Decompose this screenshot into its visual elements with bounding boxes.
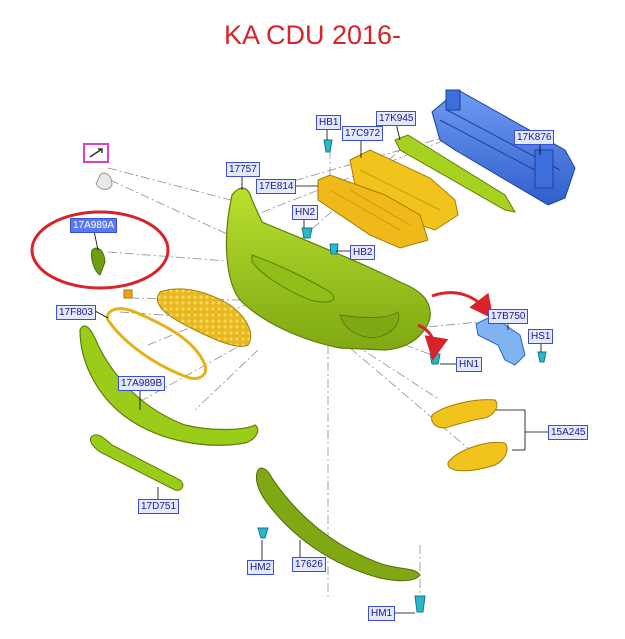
energy-absorbers — [317, 149, 459, 249]
diagram-title: KA CDU 2016- — [223, 20, 402, 50]
lower-trim — [89, 434, 184, 491]
label-17k876: 17K876 — [514, 130, 555, 145]
label-17c972: 17C972 — [342, 126, 384, 141]
label-17757: 17757 — [226, 162, 260, 177]
label-leaders — [93, 122, 548, 614]
front-valance — [255, 467, 421, 582]
label-hn1: HN1 — [456, 357, 483, 372]
curved-arrow-icon — [417, 323, 449, 361]
curved-arrow-icon — [431, 291, 494, 320]
label-hb2: HB2 — [350, 245, 376, 260]
label-15a245: 15A245 — [548, 425, 589, 440]
label-hm2: HM2 — [247, 560, 275, 575]
label-hb1: HB1 — [316, 115, 342, 130]
label-17d751: 17D751 — [138, 499, 180, 514]
label-17e814: 17E814 — [256, 179, 297, 194]
label-17f803: 17F803 — [56, 305, 96, 320]
upper-seal-strip — [394, 134, 516, 213]
fog-lamp-bezels — [431, 399, 508, 472]
highlight-circle — [30, 210, 170, 290]
clip-square — [123, 289, 133, 299]
label-hn2: HN2 — [292, 205, 319, 220]
pointer-marker-icon — [83, 143, 109, 163]
fasteners — [257, 139, 547, 613]
reinforcement-beam — [431, 89, 576, 206]
label-17626: 17626 — [292, 557, 326, 572]
label-17k945: 17K945 — [376, 111, 417, 126]
label-hs1: HS1 — [528, 329, 554, 344]
lower-spoiler — [79, 325, 259, 446]
label-hm1: HM1 — [368, 606, 396, 621]
bumper-cover — [225, 187, 431, 351]
grille-frame — [106, 307, 208, 380]
label-17b750: 17B750 — [488, 309, 529, 324]
label-17a989a: 17A989A — [70, 218, 118, 233]
grille-mesh — [157, 288, 252, 347]
tow-hook-cover — [91, 247, 106, 276]
tow-cap — [95, 172, 113, 190]
label-17a989b: 17A989B — [118, 376, 166, 391]
